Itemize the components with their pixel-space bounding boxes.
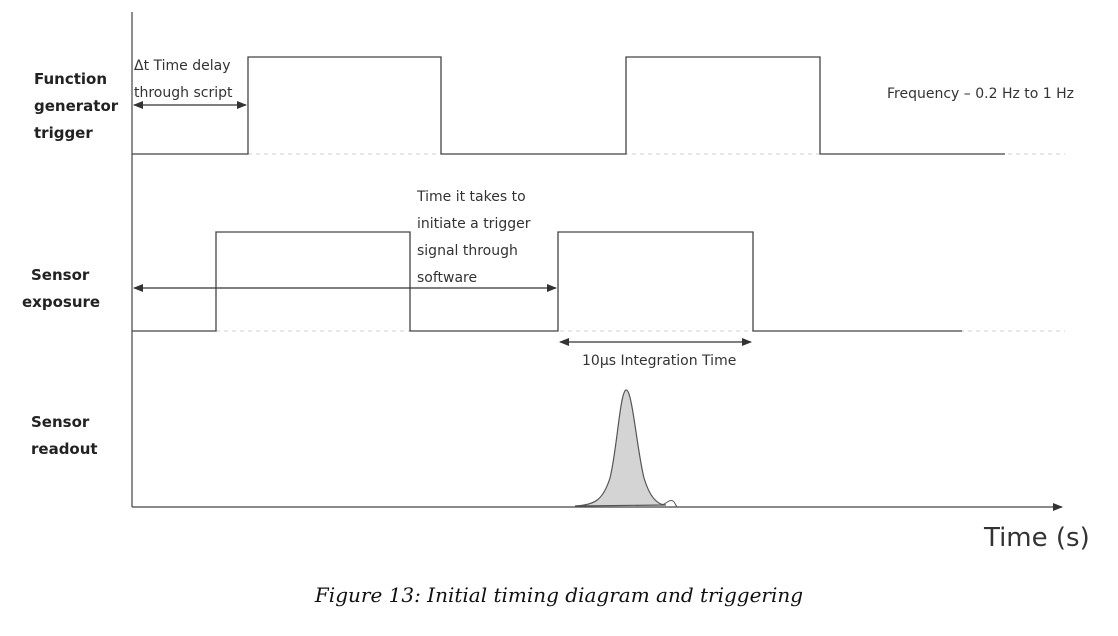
trigger-waveform: [132, 56, 1005, 155]
label-line: Sensor: [31, 413, 90, 431]
frequency-annotation: Frequency – 0.2 Hz to 1 Hz: [887, 86, 1075, 102]
note-line: signal through: [417, 243, 518, 259]
label-line: readout: [31, 440, 98, 458]
readout-pulse: [574, 389, 667, 507]
software-latency-annotation: Time it takes to initiate a trigger sign…: [417, 184, 530, 292]
integration-annotation: 10μs Integration Time: [582, 353, 737, 369]
note-line: through script: [134, 85, 233, 101]
label-line: Function: [34, 70, 108, 88]
label-line: Sensor: [31, 266, 90, 284]
exposure-waveform: [132, 231, 962, 332]
readout-ripple: [661, 500, 678, 507]
figure-caption: Figure 13: Initial timing diagram and tr…: [314, 583, 804, 607]
note-line: Δt Time delay: [134, 58, 231, 74]
label-sensor-readout: Sensor readout: [31, 409, 98, 463]
note-line: software: [417, 270, 478, 286]
note-line: initiate a trigger: [417, 216, 531, 232]
label-line: exposure: [22, 293, 101, 311]
delay-annotation: Δt Time delay through script: [134, 53, 232, 107]
label-sensor-exposure: Sensor exposure: [22, 262, 100, 316]
note-line: Time it takes to: [417, 189, 526, 205]
label-function-generator-trigger: Function generator trigger: [34, 66, 118, 147]
time-axis-label: Time (s): [984, 523, 1090, 553]
label-line: trigger: [34, 124, 93, 142]
label-line: generator: [34, 97, 119, 115]
